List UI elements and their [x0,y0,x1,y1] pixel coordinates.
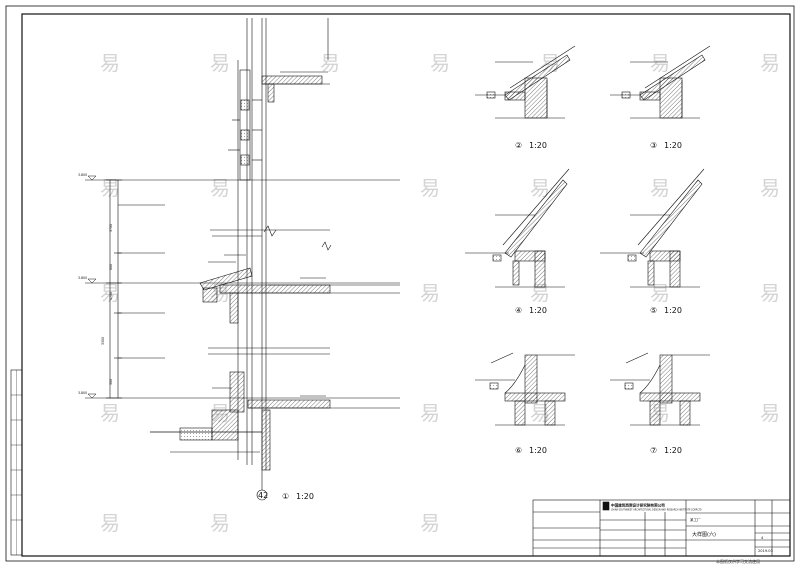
dimension-label: 300 [109,379,113,385]
dimension-label: 3700 [109,224,113,232]
detail-scale: 1:20 [664,141,682,150]
detail-number: ⑤ [650,306,657,315]
detail-caption: ③ 1:20 [650,141,682,150]
watermark-glyph: 易 [420,511,440,535]
watermark-glyph: 易 [530,176,550,200]
detail-drawing [610,45,711,119]
watermark-glyph: 易 [430,51,450,75]
watermark-glyph: 易 [100,511,120,535]
sheet-inner-border [21,13,791,557]
watermark-glyph: 易 [760,176,780,200]
watermark-glyph: 易 [650,51,670,75]
svg-text:42: 42 [258,491,268,500]
detail-number: ③ [650,141,657,150]
detail-caption: ④ 1:20 [515,306,547,315]
watermark-glyph: 易 [210,51,230,75]
detail-drawing [475,352,575,426]
drawing-date: 2019.03 [758,549,773,553]
detail-caption: ② 1:20 [515,141,547,150]
svg-text:1:20: 1:20 [296,492,314,501]
detail-caption: ⑥ 1:20 [515,446,547,455]
watermark-glyph: 易 [650,176,670,200]
watermark-glyph: 易 [210,511,230,535]
watermark-glyph: 易 [420,176,440,200]
detail-number: ⑦ [650,446,657,455]
drawing-title: 大样图(六) [692,531,716,538]
detail-scale: 1:20 [529,141,547,150]
detail-caption: ⑤ 1:20 [650,306,682,315]
binding-strip [10,369,23,556]
svg-text:3.800: 3.800 [78,173,87,177]
detail-scale: 1:20 [529,306,547,315]
dimension-label: 1700 [109,292,113,300]
sheet-outer-border [5,5,795,562]
main-detail-caption: 42 ① 1:20 [258,491,314,501]
detail-drawing [610,352,710,426]
watermark-glyph: 易 [420,401,440,425]
watermark-glyph: 易 [420,281,440,305]
detail-group: ② 1:20 ③ 1:20 ④ 1:20 ⑤ 1:20 ⑥ 1:20 ⑦ 1:20 [465,45,711,455]
detail-scale: 1:20 [664,446,682,455]
detail-drawing [475,45,576,119]
watermark-glyph: 易 [320,51,340,75]
svg-text:①: ① [282,492,289,501]
level-mark-mid: 3.800 [78,276,97,284]
watermark-glyph: 易 [100,51,120,75]
watermark-glyph: 易 [760,281,780,305]
company-name-en: CHINA SOUTHWEST ARCHITECTURAL DESIGN AND… [611,509,702,512]
detail-number: ⑥ [515,446,522,455]
dimension-label: 800 [109,264,113,270]
dimension-label: 3300 [101,337,105,345]
detail-drawing [465,168,570,288]
svg-text:3.800: 3.800 [78,276,87,280]
footer-note: 本图纸仅供学习交流使用 [716,558,760,564]
detail-scale: 1:20 [529,446,547,455]
watermark-glyph: 易 [760,51,780,75]
watermark-layer: 易易易易易易易易易易易易易易易易易易易易易易易易易易易易 [100,51,780,535]
detail-drawing [600,168,705,288]
detail-scale: 1:20 [664,306,682,315]
svg-text:3.800: 3.800 [78,391,87,395]
title-block [532,499,791,557]
detail-number: ④ [515,306,522,315]
company-name: 中国建筑西南设计研究院有限公司 [611,503,665,508]
watermark-glyph: 易 [100,401,120,425]
detail-number: ② [515,141,522,150]
main-wall-section [85,18,400,501]
sheet-number: 4 [761,536,764,540]
level-mark-bottom: 3.800 [78,391,97,399]
project-label: 某工厂 [690,517,701,522]
level-mark-top: 3.800 [78,173,97,181]
detail-caption: ⑦ 1:20 [650,446,682,455]
watermark-glyph: 易 [760,401,780,425]
watermark-glyph: 易 [210,176,230,200]
